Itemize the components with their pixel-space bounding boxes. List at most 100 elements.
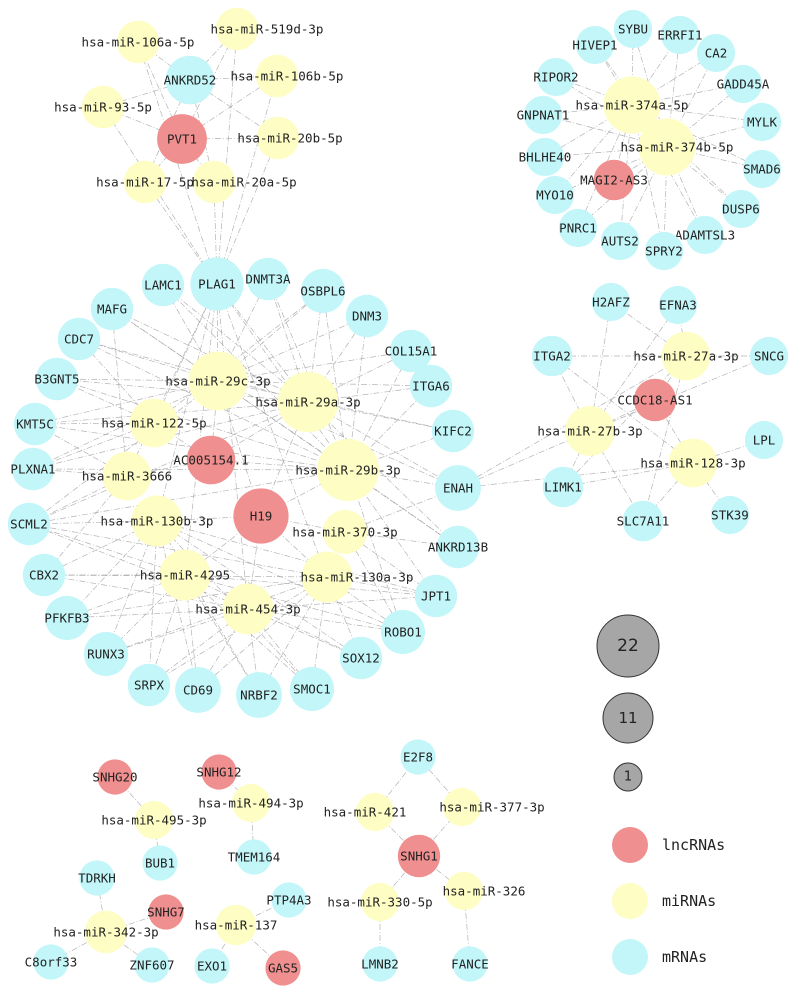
node-COL15A1[interactable]: COL15A1: [385, 329, 438, 373]
node-SNHG20[interactable]: SNHG20: [92, 759, 138, 795]
node-KMT5C[interactable]: KMT5C: [13, 402, 57, 446]
node-CCDC18-AS1[interactable]: CCDC18-AS1: [617, 378, 693, 422]
node-LPL[interactable]: LPL: [744, 420, 784, 460]
node-SNCG[interactable]: SNCG: [749, 336, 789, 376]
node-OSBPL6[interactable]: OSBPL6: [300, 268, 346, 314]
node-hsa-miR-29a-3p[interactable]: hsa-miR-29a-3p: [255, 371, 361, 433]
node-PTP4A3[interactable]: PTP4A3: [266, 882, 312, 918]
node-hsa-miR-495-3p[interactable]: hsa-miR-495-3p: [101, 800, 207, 840]
node-hsa-miR-342-3p[interactable]: hsa-miR-342-3p: [53, 910, 159, 954]
node-RUNX3[interactable]: RUNX3: [83, 631, 129, 677]
node-SMOC1[interactable]: SMOC1: [289, 666, 335, 712]
node-MAFG[interactable]: MAFG: [90, 287, 134, 331]
node-H2AFZ[interactable]: H2AFZ: [591, 282, 630, 322]
node-hsa-miR-17-5p[interactable]: hsa-miR-17-5p: [96, 160, 194, 204]
node-CBX2[interactable]: CBX2: [22, 553, 66, 597]
node-SYBU[interactable]: SYBU: [613, 9, 653, 49]
node-ITGA2[interactable]: ITGA2: [531, 335, 573, 377]
node-PLAG1[interactable]: PLAG1: [190, 257, 244, 311]
node-SRPX[interactable]: SRPX: [127, 663, 171, 707]
node-hsa-miR-106a-5p[interactable]: hsa-miR-106a-5p: [82, 20, 195, 64]
node-KIFC2[interactable]: KIFC2: [431, 409, 475, 453]
node-TDRKH[interactable]: TDRKH: [78, 860, 116, 896]
node-GNPNAT1[interactable]: GNPNAT1: [517, 95, 570, 135]
node-hsa-miR-137[interactable]: hsa-miR-137: [195, 904, 278, 946]
node-hsa-miR-130b-3p[interactable]: hsa-miR-130b-3p: [101, 495, 214, 547]
node-hsa-miR-20b-5p[interactable]: hsa-miR-20b-5p: [237, 116, 343, 160]
node-LMNB2[interactable]: LMNB2: [361, 946, 399, 982]
node-CA2[interactable]: CA2: [696, 33, 736, 73]
node-hsa-miR-93-5p[interactable]: hsa-miR-93-5p: [54, 85, 152, 129]
node-GADD45A[interactable]: GADD45A: [717, 64, 770, 104]
node-hsa-miR-377-3p[interactable]: hsa-miR-377-3p: [439, 787, 545, 827]
node-PVT1[interactable]: PVT1: [157, 114, 207, 164]
node-hsa-miR-374b-5p[interactable]: hsa-miR-374b-5p: [621, 118, 734, 176]
node-TMEM164[interactable]: TMEM164: [228, 839, 281, 875]
node-hsa-miR-27b-3p[interactable]: hsa-miR-27b-3p: [537, 406, 643, 456]
node-DUSP6[interactable]: DUSP6: [721, 189, 761, 229]
node-NRBF2[interactable]: NRBF2: [236, 672, 282, 718]
node-H19[interactable]: H19: [233, 488, 289, 544]
node-PNRC1[interactable]: PNRC1: [558, 208, 598, 248]
node-ZNF607[interactable]: ZNF607: [129, 947, 175, 983]
node-SMAD6[interactable]: SMAD6: [742, 149, 782, 189]
node-hsa-miR-326[interactable]: hsa-miR-326: [443, 871, 526, 911]
node-HIVEP1[interactable]: HIVEP1: [572, 25, 618, 65]
node-hsa-miR-122-5p[interactable]: hsa-miR-122-5p: [101, 398, 207, 448]
node-hsa-miR-29b-3p[interactable]: hsa-miR-29b-3p: [295, 439, 401, 501]
node-hsa-miR-29c-3p[interactable]: hsa-miR-29c-3p: [165, 351, 271, 411]
node-FANCE[interactable]: FANCE: [451, 946, 489, 982]
node-hsa-miR-3666[interactable]: hsa-miR-3666: [82, 451, 172, 501]
node-ENAH[interactable]: ENAH: [435, 465, 481, 511]
node-hsa-miR-20a-5p[interactable]: hsa-miR-20a-5p: [191, 160, 297, 204]
node-LIMK1[interactable]: LIMK1: [542, 466, 584, 508]
node-ANKRD52[interactable]: ANKRD52: [164, 55, 217, 105]
node-MYO10[interactable]: MYO10: [535, 175, 575, 215]
node-CD69[interactable]: CD69: [175, 667, 221, 713]
node-ADAMTSL3[interactable]: ADAMTSL3: [675, 215, 735, 255]
node-BUB1[interactable]: BUB1: [142, 845, 178, 881]
node-SNHG12[interactable]: SNHG12: [196, 754, 242, 790]
node-B3GNT5[interactable]: B3GNT5: [34, 357, 80, 401]
node-PLXNA1[interactable]: PLXNA1: [10, 447, 56, 491]
node-RIPOR2[interactable]: RIPOR2: [533, 57, 579, 97]
node-PFKFB3[interactable]: PFKFB3: [44, 595, 90, 641]
node-SNHG1[interactable]: SNHG1: [397, 834, 441, 878]
node-GAS5[interactable]: GAS5: [265, 950, 301, 986]
node-SNHG7[interactable]: SNHG7: [147, 894, 185, 930]
node-E2F8[interactable]: E2F8: [400, 739, 436, 775]
node-DNM3[interactable]: DNM3: [345, 294, 389, 338]
node-ITGA6[interactable]: ITGA6: [409, 364, 453, 408]
node-hsa-miR-106b-5p[interactable]: hsa-miR-106b-5p: [231, 54, 344, 98]
node-AUTS2[interactable]: AUTS2: [600, 221, 640, 261]
node-hsa-miR-330-5p[interactable]: hsa-miR-330-5p: [327, 882, 433, 922]
node-ROBO1[interactable]: ROBO1: [380, 609, 426, 655]
node-hsa-miR-27a-3p[interactable]: hsa-miR-27a-3p: [633, 331, 739, 381]
node-DNMT3A[interactable]: DNMT3A: [245, 257, 291, 301]
node-hsa-miR-4295[interactable]: hsa-miR-4295: [140, 549, 230, 601]
node-MYLK[interactable]: MYLK: [742, 102, 782, 142]
node-hsa-miR-374a-5p[interactable]: hsa-miR-374a-5p: [576, 76, 689, 134]
node-hsa-miR-494-3p[interactable]: hsa-miR-494-3p: [198, 783, 304, 823]
node-ERRFI1[interactable]: ERRFI1: [657, 15, 703, 55]
node-CDC7[interactable]: CDC7: [57, 317, 101, 361]
node-SLC7A11[interactable]: SLC7A11: [617, 500, 670, 542]
node-SOX12[interactable]: SOX12: [339, 636, 383, 680]
node-C8orf33[interactable]: C8orf33: [25, 944, 78, 980]
node-LAMC1[interactable]: LAMC1: [141, 263, 185, 307]
node-hsa-miR-128-3p[interactable]: hsa-miR-128-3p: [640, 438, 746, 488]
node-hsa-miR-130a-3p[interactable]: hsa-miR-130a-3p: [301, 551, 414, 603]
node-hsa-miR-454-3p[interactable]: hsa-miR-454-3p: [195, 583, 301, 635]
node-hsa-miR-519d-3p[interactable]: hsa-miR-519d-3p: [211, 7, 324, 51]
node-BHLHE40[interactable]: BHLHE40: [519, 137, 572, 177]
node-hsa-miR-370-3p[interactable]: hsa-miR-370-3p: [292, 509, 398, 555]
node-JPT1[interactable]: JPT1: [414, 574, 458, 618]
node-EXO1[interactable]: EXO1: [194, 948, 230, 984]
node-hsa-miR-421[interactable]: hsa-miR-421: [324, 792, 407, 832]
node-AC005154.1[interactable]: AC005154.1: [173, 435, 249, 485]
node-EFNA3[interactable]: EFNA3: [658, 285, 698, 325]
node-STK39[interactable]: STK39: [710, 495, 750, 535]
node-MAGI2-AS3[interactable]: MAGI2-AS3: [580, 159, 648, 201]
node-ANKRD13B[interactable]: ANKRD13B: [428, 525, 488, 569]
node-SCML2[interactable]: SCML2: [7, 502, 51, 546]
